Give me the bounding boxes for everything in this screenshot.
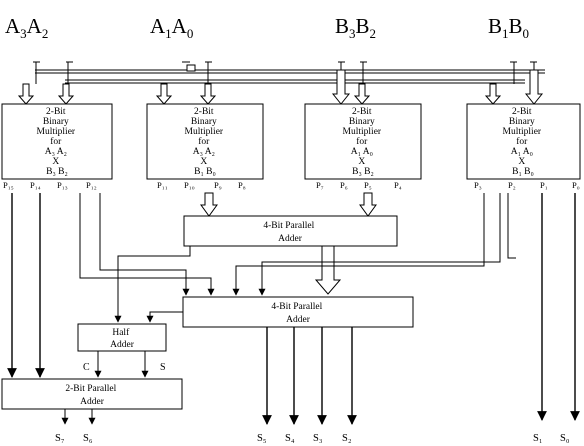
sum-label: S	[160, 362, 166, 373]
output-s6: S₆	[83, 433, 93, 444]
output-s7: S₇	[55, 433, 65, 444]
adder-mid-4bit: 4-Bit Parallel Adder	[182, 296, 414, 328]
output-p6: P₆	[340, 180, 348, 190]
output-s3: S₃	[313, 433, 323, 444]
header-b1b0: B1B0	[488, 14, 529, 41]
svg-text:2-Bit Parallel Adder: 2-Bit Parallel Adder	[65, 384, 118, 407]
input-bus	[33, 61, 545, 84]
multiplier-block-3: 2-Bit Binary Multiplier for A₁ A₀ X B₃ B…	[304, 103, 422, 190]
carry-label: C	[83, 362, 90, 373]
header-a3a2: A3A2	[5, 14, 48, 41]
output-p8: P₈	[238, 180, 246, 190]
output-p5: P₅	[364, 180, 372, 190]
input-headers: A3A2 A1A0 B3B2 B1B0	[5, 14, 529, 41]
output-p1: P₁	[540, 180, 548, 190]
multiplier-block-1: 2-Bit Binary Multiplier for A₃ A₂ X B₃ B…	[1, 103, 113, 190]
svg-text:2-Bit Binary Multi: 2-Bit Binary Multiplier for A₃ A₂ X B₃ B…	[37, 107, 78, 177]
output-p4: P₄	[394, 180, 402, 190]
output-p7: P₇	[316, 180, 324, 190]
output-p0: P₀	[572, 180, 580, 190]
svg-text:2-Bit Binary Multi: 2-Bit Binary Multiplier for A₁ A₀ X B₃ B…	[343, 107, 384, 177]
bus-arrow-to-mid-adder	[314, 245, 342, 295]
half-adder: Half Adder C S	[77, 323, 167, 373]
output-s5: S₅	[257, 433, 267, 444]
multiplier-block-2: 2-Bit Binary Multiplier for A₃ A₂ X B₁ B…	[146, 103, 264, 190]
output-p10: P₁₀	[184, 180, 195, 190]
output-p15: P₁₅	[3, 180, 14, 190]
multiplier-block-4: 2-Bit Binary Multiplier for A₁ A₀ X B₁ B…	[466, 103, 581, 190]
svg-text:Half Adder: Half Adder	[110, 327, 135, 350]
sum-outputs: S₇ S₆ S₅ S₄ S₃ S₂ S₁ S₀	[55, 433, 570, 444]
adder-top-4bit: 4-Bit Parallel Adder	[183, 215, 398, 247]
svg-text:2-Bit Binary Multi: 2-Bit Binary Multiplier for A₁ A₀ X B₁ B…	[503, 107, 544, 177]
output-p14: P₁₄	[30, 180, 41, 190]
svg-text:4-Bit Parallel Adder: 4-Bit Parallel Adder	[271, 302, 324, 325]
output-p9: P₉	[214, 180, 222, 190]
output-s0: S₀	[560, 433, 570, 444]
output-p11: P₁₁	[157, 180, 168, 190]
output-p13: P₁₃	[57, 180, 68, 190]
output-s4: S₄	[285, 433, 295, 444]
output-p2: P₂	[508, 180, 516, 190]
header-a1a0: A1A0	[150, 14, 193, 41]
bus-arrows-to-top-adder	[200, 192, 377, 217]
header-b3b2: B3B2	[335, 14, 376, 41]
output-p3: P₃	[474, 180, 482, 190]
output-p12: P₁₂	[86, 180, 97, 190]
svg-text:4-Bit Parallel Adder: 4-Bit Parallel Adder	[263, 221, 316, 244]
adder-bottom-2bit: 2-Bit Parallel Adder	[1, 378, 183, 410]
signal-wires	[7, 193, 580, 425]
input-arrows	[17, 69, 544, 105]
svg-text:2-Bit Binary Multi: 2-Bit Binary Multiplier for A₃ A₂ X B₁ B…	[185, 107, 226, 177]
output-s2: S₂	[342, 433, 352, 444]
output-s1: S₁	[533, 433, 543, 444]
